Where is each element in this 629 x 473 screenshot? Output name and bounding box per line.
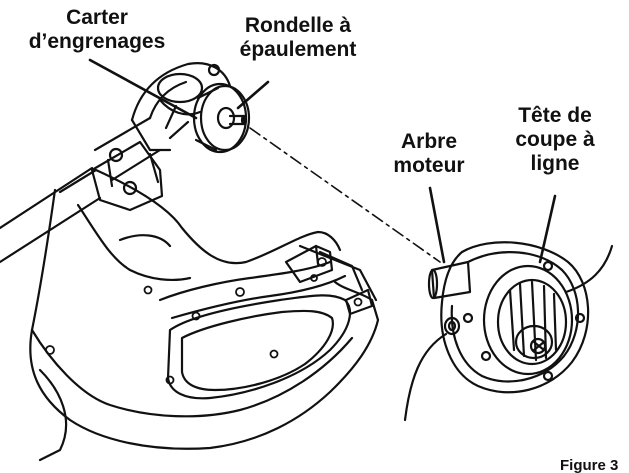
shoulder-washer-callout-line1: Rondelle à xyxy=(244,14,352,37)
shoulder-washer-callout-line2: épaulement xyxy=(239,38,357,61)
gearbox-callout: Carter d’engrenages xyxy=(12,6,182,54)
figure-caption: Figure 3 xyxy=(560,457,619,473)
trimmer-head-callout-line1: Tête de xyxy=(518,104,592,127)
callout-leaders xyxy=(88,58,557,264)
drive-shaft-callout-line2: moteur xyxy=(393,154,465,177)
drive-shaft-callout: Arbre moteur xyxy=(374,130,484,178)
guard-screws xyxy=(45,257,363,385)
shaft-clamp xyxy=(90,140,164,212)
alignment-line xyxy=(249,127,441,263)
trimmer-head-callout: Tête de coupe à ligne xyxy=(500,104,610,176)
shoulder-washer-callout: Rondelle à épaulement xyxy=(228,14,368,62)
drive-shaft-callout-line1: Arbre xyxy=(400,130,458,153)
gearbox-callout-line2: d’engrenages xyxy=(28,30,166,53)
gearbox-callout-line1: Carter xyxy=(66,6,128,29)
trimmer-head-callout-line2: coupe à xyxy=(515,128,595,151)
shoulder-washer xyxy=(192,82,251,154)
shaft-tube xyxy=(0,116,162,264)
trimmer-head-callout-line3: ligne xyxy=(530,152,580,175)
grass-guard xyxy=(29,168,380,462)
gearbox-housing xyxy=(130,62,232,152)
trimmer-head xyxy=(403,241,614,422)
